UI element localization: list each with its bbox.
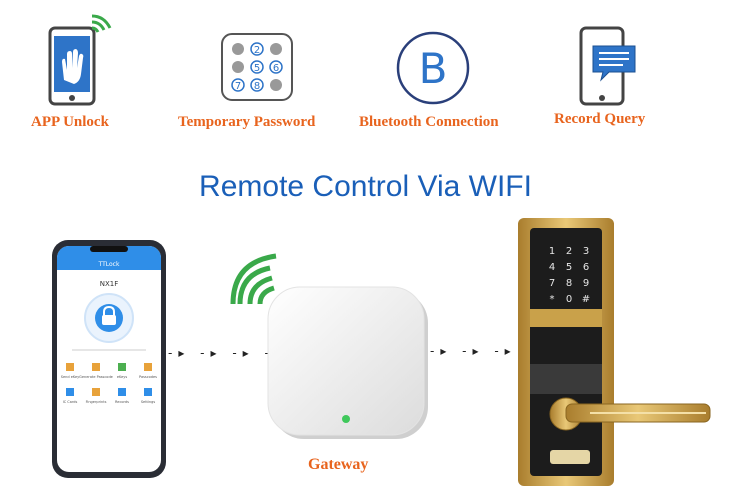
smartphone-app-illustration: TTLock NX1F Send eKey Generate Passcode … bbox=[52, 240, 166, 478]
keypad-digit: 2 bbox=[254, 45, 260, 56]
app-menu-item[interactable]: eKeys bbox=[117, 375, 127, 379]
app-menu-item[interactable]: Generate Passcode bbox=[79, 375, 113, 379]
app-menu-item[interactable]: Passcodes bbox=[139, 375, 157, 379]
lock-key[interactable]: 9 bbox=[583, 278, 589, 289]
lock-key[interactable]: 0 bbox=[566, 294, 572, 305]
lock-key[interactable]: 1 bbox=[549, 246, 555, 257]
phone-hand-icon bbox=[48, 14, 112, 106]
feature-label-app-unlock: APP Unlock bbox=[31, 114, 109, 130]
app-menu-item[interactable]: Settings bbox=[141, 400, 156, 404]
app-menu-item[interactable]: Fingerprints bbox=[86, 400, 107, 404]
phone-message-icon bbox=[579, 26, 636, 106]
app-menu-item[interactable]: Records bbox=[115, 400, 129, 404]
flow-arrow-phone-to-gateway: -▸ -▸ -▸ -▸ bbox=[168, 346, 287, 360]
keypad-digit: 8 bbox=[254, 81, 260, 92]
app-menu-item[interactable]: IC Cards bbox=[63, 400, 78, 404]
lock-key[interactable]: 6 bbox=[583, 262, 589, 273]
lock-key[interactable]: 5 bbox=[566, 262, 572, 273]
wifi-signal-icon bbox=[230, 253, 277, 305]
lock-key[interactable]: # bbox=[582, 294, 590, 305]
lock-key[interactable]: 7 bbox=[549, 278, 555, 289]
bluetooth-b-icon: B bbox=[396, 31, 470, 105]
lock-key[interactable]: 2 bbox=[566, 246, 572, 257]
smart-door-lock: 1 2 3 4 5 6 7 8 9 * 0 # bbox=[518, 218, 711, 486]
keypad-icon: 2 5 6 7 8 bbox=[221, 33, 293, 101]
feature-label-bluetooth-connection: Bluetooth Connection bbox=[359, 114, 499, 130]
keypad-digit: 7 bbox=[235, 81, 241, 92]
app-menu-item[interactable]: Send eKey bbox=[61, 375, 79, 379]
app-name: TTLock bbox=[98, 261, 120, 268]
feature-label-record-query: Record Query bbox=[554, 111, 646, 127]
keypad-digit: 5 bbox=[254, 63, 260, 74]
flow-arrow-gateway-to-lock: -▸ -▸ -▸ bbox=[430, 344, 517, 358]
lock-key[interactable]: 4 bbox=[549, 262, 555, 273]
gateway-label: Gateway bbox=[308, 456, 369, 473]
bluetooth-letter: B bbox=[419, 44, 448, 93]
lock-key[interactable]: * bbox=[550, 294, 555, 305]
lock-name: NX1F bbox=[100, 280, 119, 288]
page-title: Remote Control Via WIFI bbox=[199, 170, 532, 203]
feature-label-temporary-password: Temporary Password bbox=[178, 114, 316, 130]
keypad-digit: 6 bbox=[273, 63, 279, 74]
app-menu-icons bbox=[66, 363, 152, 396]
lock-key[interactable]: 3 bbox=[583, 246, 589, 257]
lock-key[interactable]: 8 bbox=[566, 278, 572, 289]
gateway-device bbox=[267, 286, 428, 439]
